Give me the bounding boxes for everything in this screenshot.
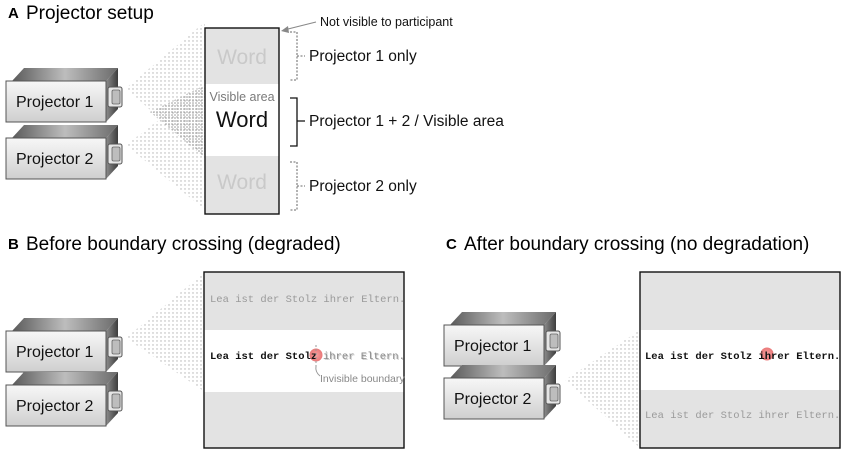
sentence-visible-pre-b: Lea ist der Stolz: [210, 351, 317, 363]
projector-2-b-label: Projector 2: [16, 398, 93, 415]
sentence-visible-post-b-ghost: ihrer Eltern.: [324, 352, 406, 364]
bracket-visible-area-label: Projector 1 + 2 / Visible area: [309, 113, 504, 130]
panel-a: A Projector setup Projector 1 Projector …: [5, 3, 504, 215]
projector-2-c-label: Projector 2: [454, 391, 531, 408]
not-visible-callout: Not visible to participant: [281, 15, 453, 33]
projector-2-c: Projector 2: [443, 364, 561, 420]
projector-1-b-label: Projector 1: [16, 344, 93, 361]
projector-1-a: Projector 1: [5, 67, 123, 123]
beam-projector-1-b: [126, 272, 205, 392]
word-top: Word: [217, 46, 267, 69]
panel-c-letter: C: [446, 236, 457, 253]
sentence-visible-post-b: ihrer Eltern.: [323, 351, 405, 363]
panel-b-title: Before boundary crossing (degraded): [26, 234, 341, 255]
not-visible-note: Not visible to participant: [320, 15, 453, 29]
projector-1-b: Projector 1: [5, 317, 123, 373]
bracket-projector-2-only-label: Projector 2 only: [309, 178, 417, 195]
projector-1-a-label: Projector 1: [16, 94, 93, 111]
projector-1-c-label: Projector 1: [454, 338, 531, 355]
bracket-projector-1-only: [290, 31, 305, 81]
boundary-label: Invisible boundary: [320, 373, 405, 385]
fixation-dot-c: [760, 347, 774, 361]
projector-2-a-label: Projector 2: [16, 151, 93, 168]
sentence-top-b: Lea ist der Stolz ihrer Eltern.: [210, 294, 405, 306]
screen-a: Word Visible area Word Word: [204, 27, 280, 215]
screen-b: Lea ist der Stolz ihrer Eltern. Lea ist …: [203, 271, 406, 449]
panel-a-letter: A: [8, 5, 19, 22]
projector-2-a: Projector 2: [5, 124, 123, 180]
panel-b: B Before boundary crossing (degraded) Pr…: [5, 234, 406, 449]
beam-projector-2-c: [565, 330, 640, 448]
sentence-bottom-c: Lea ist der Stolz ihrer Eltern.: [645, 410, 840, 422]
projector-1-c: Projector 1: [443, 311, 561, 367]
projector-2-b: Projector 2: [5, 371, 123, 427]
sentence-visible-c: Lea ist der Stolz ihrer Eltern.: [645, 351, 840, 363]
panel-c: C After boundary crossing (no degradatio…: [443, 234, 841, 449]
panel-c-title: After boundary crossing (no degradation): [464, 234, 809, 255]
bracket-visible-area: [290, 97, 305, 147]
boundary-arrow: [315, 365, 321, 377]
bracket-projector-2-only: [290, 161, 305, 211]
panel-b-letter: B: [8, 236, 19, 253]
visible-area-label: Visible area: [209, 90, 274, 104]
word-center: Word: [216, 107, 268, 132]
screen-c: Lea ist der Stolz ihrer Eltern. Lea ist …: [639, 271, 841, 449]
word-bottom: Word: [217, 171, 267, 194]
bracket-projector-1-only-label: Projector 1 only: [309, 48, 417, 65]
beam-overlap-a: [150, 85, 205, 158]
panel-a-title: Projector setup: [26, 3, 154, 24]
